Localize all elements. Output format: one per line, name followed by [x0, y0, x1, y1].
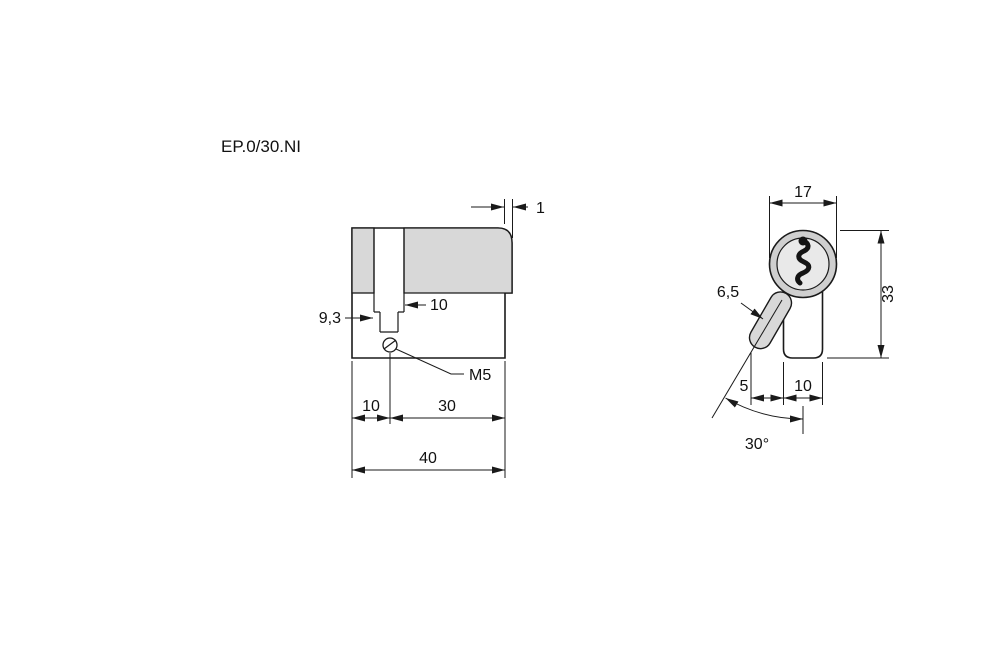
cam-leader-line	[740, 302, 764, 320]
cylinder-front-plug	[403, 227, 513, 294]
face-step-extension-lines	[504, 199, 513, 238]
keyway-profile-icon	[795, 238, 812, 286]
side-view: M5 1 9,3 10 10 30 40	[319, 199, 545, 478]
front-view: 17 33 6,5 30° 5 10	[711, 184, 897, 453]
dim-keyway-right-label: 10	[430, 297, 448, 314]
dim-face-step-label: 1	[536, 200, 545, 217]
cam-slot	[373, 228, 405, 333]
cylinder-front-body	[782, 290, 824, 359]
dim-body-width-label: 10	[794, 378, 812, 395]
dim-front-section-label: 30	[438, 398, 456, 415]
dim-height-label: 33	[880, 285, 897, 303]
cylinder-rear-cap	[351, 227, 375, 294]
dim-rear-section-label: 10	[362, 398, 380, 415]
dim-diameter-label: 17	[794, 184, 812, 201]
m5-thread-label: M5	[469, 367, 491, 384]
dim-keyway-left-label: 9,3	[319, 310, 341, 327]
dim-cam-angle-label: 30°	[745, 436, 769, 453]
angle-arc	[725, 397, 804, 423]
dim-total-length-label: 40	[419, 450, 437, 467]
m5-leader-line	[395, 348, 464, 375]
dim-cam-width-label: 6,5	[717, 284, 739, 301]
part-number-label: EP.0/30.NI	[221, 137, 301, 156]
m5-screw-slot	[383, 339, 397, 350]
dim-cam-offset-label: 5	[740, 378, 749, 395]
cam-axis-line	[711, 299, 783, 419]
